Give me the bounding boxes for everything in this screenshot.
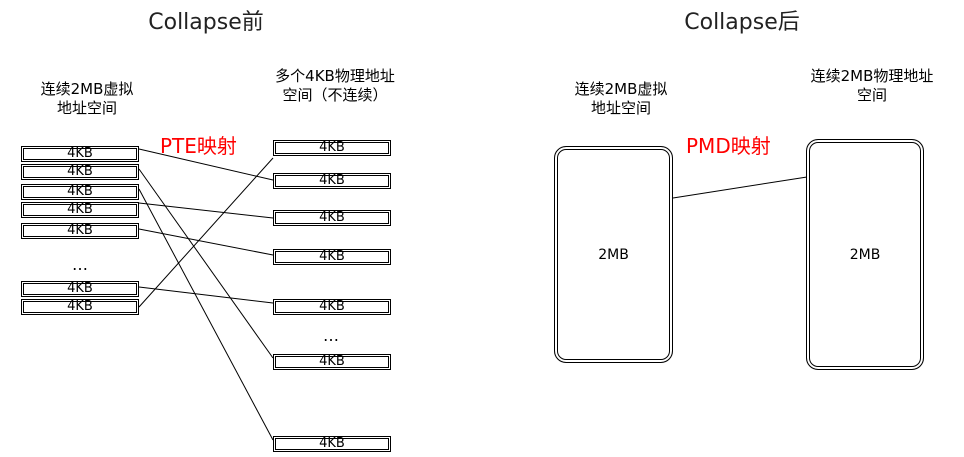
physical-page-4kb: 4KB bbox=[273, 354, 391, 370]
physical-page-4kb: 4KB bbox=[273, 173, 391, 189]
physical-page-4kb: 4KB bbox=[273, 249, 391, 265]
physical-pages-ellipsis: … bbox=[323, 326, 339, 345]
title-before: Collapse前 bbox=[148, 10, 264, 35]
after-physical-label-line1: 连续2MB物理地址 bbox=[810, 67, 934, 85]
mapping-line bbox=[138, 286, 274, 304]
virtual-pages-ellipsis: … bbox=[72, 255, 88, 274]
after-virtual-label-line1: 连续2MB虚拟 bbox=[574, 80, 668, 98]
after-physical-label: 连续2MB物理地址 空间 bbox=[811, 67, 934, 105]
after-virtual-label-line2: 地址空间 bbox=[590, 99, 651, 117]
before-physical-label: 多个4KB物理地址 空间（不连续） bbox=[275, 67, 395, 105]
virtual-2mb-block: 2MB bbox=[554, 146, 673, 363]
physical-2mb-label: 2MB bbox=[849, 246, 881, 263]
after-virtual-label: 连续2MB虚拟 地址空间 bbox=[575, 80, 668, 118]
virtual-page-4kb: 4KB bbox=[21, 281, 139, 297]
pmd-mapping-line bbox=[672, 176, 808, 199]
virtual-page-4kb: 4KB bbox=[21, 202, 139, 218]
pmd-mapping-label: PMD映射 bbox=[686, 134, 771, 158]
virtual-page-4kb: 4KB bbox=[21, 299, 139, 315]
after-physical-label-line2: 空间 bbox=[856, 86, 887, 104]
virtual-page-4kb: 4KB bbox=[21, 184, 139, 200]
virtual-page-4kb: 4KB bbox=[21, 164, 139, 180]
mapping-line bbox=[138, 202, 274, 219]
before-virtual-label-line2: 地址空间 bbox=[56, 99, 117, 117]
physical-page-4kb: 4KB bbox=[273, 299, 391, 315]
virtual-2mb-label: 2MB bbox=[598, 246, 629, 263]
before-virtual-label: 连续2MB虚拟 地址空间 bbox=[41, 80, 134, 118]
physical-2mb-block: 2MB bbox=[806, 139, 924, 370]
mapping-line bbox=[138, 148, 274, 181]
before-virtual-label-line1: 连续2MB虚拟 bbox=[40, 80, 134, 98]
physical-page-4kb: 4KB bbox=[273, 140, 391, 156]
physical-page-4kb: 4KB bbox=[273, 210, 391, 226]
title-after: Collapse后 bbox=[684, 10, 800, 35]
mapping-line bbox=[138, 157, 274, 308]
before-physical-label-line1: 多个4KB物理地址 bbox=[275, 67, 395, 85]
pte-mapping-label: PTE映射 bbox=[160, 134, 237, 158]
before-physical-label-line2: 空间（不连续） bbox=[282, 86, 388, 104]
virtual-page-4kb: 4KB bbox=[21, 146, 139, 162]
mapping-line bbox=[138, 168, 274, 359]
physical-page-4kb: 4KB bbox=[273, 436, 391, 452]
mapping-line bbox=[138, 228, 274, 256]
virtual-page-4kb: 4KB bbox=[21, 223, 139, 239]
mapping-line bbox=[138, 188, 274, 441]
